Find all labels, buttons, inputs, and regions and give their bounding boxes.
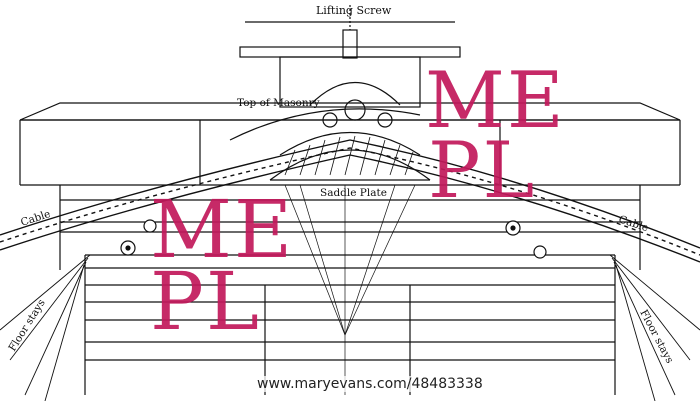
construction-lines bbox=[284, 184, 416, 395]
label-saddle-plate: Saddle Plate bbox=[320, 187, 387, 199]
label-floor-stays-left: Floor stays bbox=[6, 297, 47, 353]
label-top-of-masonry: Top of Masonry bbox=[237, 97, 320, 109]
label-lifting-screw: Lifting Screw bbox=[316, 4, 392, 17]
pier-masonry bbox=[19, 5, 681, 395]
watermark-url: www.maryevans.com/48483338 bbox=[255, 376, 485, 392]
label-cable-right: Cable bbox=[617, 213, 650, 234]
cables bbox=[0, 139, 700, 263]
stay-pulleys bbox=[120, 219, 547, 259]
floor-stays bbox=[0, 254, 700, 401]
label-cable-left: Cable bbox=[19, 208, 52, 229]
